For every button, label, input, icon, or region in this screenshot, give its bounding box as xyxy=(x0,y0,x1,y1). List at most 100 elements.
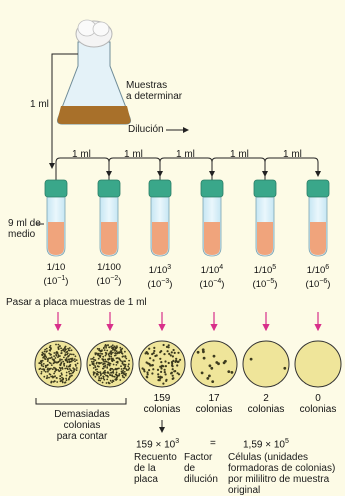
colony xyxy=(45,351,47,353)
colony xyxy=(175,358,177,360)
colony xyxy=(76,369,78,371)
transfer-top-label: 1 ml xyxy=(30,99,49,110)
tube-1 xyxy=(45,180,67,256)
tube-label-1: 1/10(10−1) xyxy=(33,262,79,287)
colony xyxy=(209,364,212,367)
colony xyxy=(67,352,69,354)
colony xyxy=(59,378,61,380)
colony xyxy=(122,355,124,357)
colony xyxy=(61,350,63,352)
colony xyxy=(164,360,166,362)
colony xyxy=(44,349,46,351)
colony xyxy=(96,362,98,364)
colony xyxy=(124,351,126,353)
tube-liquid xyxy=(204,222,220,255)
too-many-label: Demasiadas colonias para contar xyxy=(44,409,120,442)
colony xyxy=(50,363,52,365)
colony xyxy=(283,367,286,370)
colony xyxy=(177,352,179,354)
colony xyxy=(100,355,102,357)
colony xyxy=(94,372,96,374)
colony xyxy=(160,350,162,352)
transfer-label-5: 1 ml xyxy=(283,149,302,160)
colony xyxy=(55,355,57,357)
colony xyxy=(104,359,106,361)
transfer-arrow-1 xyxy=(56,158,109,180)
colony xyxy=(113,372,115,374)
colony xyxy=(56,381,58,383)
transfer-arrow-5 xyxy=(265,158,318,180)
colony xyxy=(159,366,161,368)
tube-liquid xyxy=(101,222,117,255)
colony xyxy=(89,364,91,366)
colony xyxy=(116,357,118,359)
colony xyxy=(172,375,174,377)
colony xyxy=(159,376,161,378)
colony xyxy=(71,349,73,351)
colony xyxy=(65,378,67,380)
tube-4 xyxy=(201,180,223,256)
colony xyxy=(126,369,128,371)
colony xyxy=(95,369,97,371)
colony xyxy=(42,366,44,368)
colony xyxy=(58,348,60,350)
plate-label-3: 159 colonias xyxy=(134,393,190,415)
colony xyxy=(178,361,180,363)
colony xyxy=(48,377,50,379)
colony xyxy=(116,361,118,363)
colony xyxy=(62,361,64,363)
colony xyxy=(100,371,102,373)
colony xyxy=(105,344,107,346)
colony xyxy=(68,378,70,380)
colony xyxy=(47,371,49,373)
colony xyxy=(95,376,97,378)
colony xyxy=(95,359,97,361)
colony xyxy=(44,351,46,353)
colony xyxy=(54,375,56,377)
colony xyxy=(50,376,52,378)
colony xyxy=(105,347,107,349)
colony xyxy=(72,372,74,374)
tube-cap xyxy=(307,180,329,197)
colony xyxy=(43,363,45,365)
colony xyxy=(110,368,112,370)
colony xyxy=(164,371,166,373)
colony xyxy=(177,372,179,374)
petri-plate-4 xyxy=(191,341,237,387)
colony xyxy=(121,348,123,350)
colony xyxy=(66,367,68,369)
transfer-arrow-4 xyxy=(212,158,265,180)
colony xyxy=(160,367,162,369)
colony xyxy=(65,381,67,383)
colony xyxy=(120,365,122,367)
colony xyxy=(147,373,149,375)
colony xyxy=(125,358,127,360)
colony xyxy=(60,347,62,349)
colony xyxy=(42,352,44,354)
colony xyxy=(167,350,169,352)
tube-cap xyxy=(254,180,276,197)
colony xyxy=(46,377,48,379)
colony xyxy=(116,378,118,380)
colony xyxy=(227,370,230,373)
tube-liquid xyxy=(48,222,64,255)
colony xyxy=(45,371,47,373)
colony xyxy=(43,370,45,372)
colony xyxy=(60,352,62,354)
colony xyxy=(170,354,172,356)
transfer-arrow-3 xyxy=(160,158,212,180)
colony xyxy=(66,372,68,374)
colony xyxy=(53,355,55,357)
colony xyxy=(122,375,124,377)
colony xyxy=(171,351,173,353)
colony xyxy=(55,353,57,355)
colony xyxy=(106,350,108,352)
colony xyxy=(63,357,65,359)
colony xyxy=(53,352,55,354)
colony xyxy=(163,344,165,346)
colony xyxy=(50,374,52,376)
colony xyxy=(39,362,41,364)
colony xyxy=(121,350,123,352)
colony xyxy=(115,352,117,354)
